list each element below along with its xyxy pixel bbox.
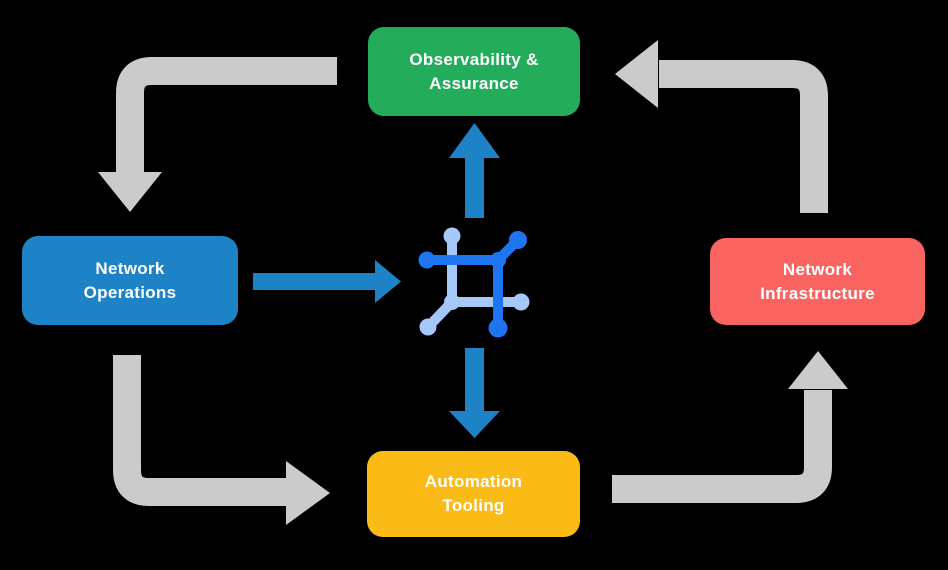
node-automation-tooling: Automation Tooling bbox=[367, 451, 580, 537]
arrow-observability-to-operations bbox=[98, 57, 337, 212]
network-topology-icon bbox=[418, 227, 530, 338]
node-observability-assurance: Observability & Assurance bbox=[368, 27, 580, 116]
node-network-operations: Network Operations bbox=[22, 236, 238, 325]
arrow-center-to-observability bbox=[449, 123, 500, 218]
node-network-infrastructure: Network Infrastructure bbox=[710, 238, 925, 325]
node-label-line: Infrastructure bbox=[760, 283, 875, 303]
node-label-line: Automation bbox=[424, 472, 523, 491]
node-label-line: Operations bbox=[83, 282, 177, 302]
node-label-line: Network bbox=[782, 259, 853, 279]
arrow-center-to-automation bbox=[449, 348, 500, 438]
node-label-line: Network bbox=[95, 258, 165, 278]
arrow-operations-to-automation bbox=[113, 355, 330, 525]
arrow-infrastructure-to-observability bbox=[615, 40, 828, 213]
node-label-line: Tooling bbox=[442, 496, 505, 515]
arrow-operations-to-center bbox=[253, 260, 401, 303]
node-label-line: Assurance bbox=[429, 73, 519, 93]
node-label-line: Observability & bbox=[409, 49, 539, 69]
arrow-automation-to-infrastructure bbox=[612, 351, 848, 503]
